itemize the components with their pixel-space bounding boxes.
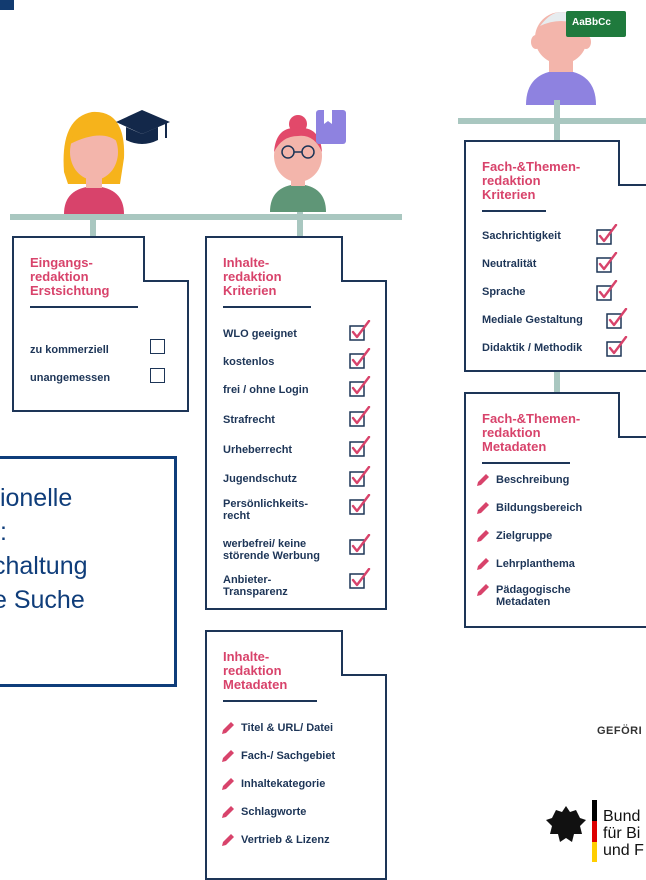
fach-kriterium-item: Neutralität xyxy=(482,258,537,270)
ministry-name: Bund für Bi und F xyxy=(603,808,644,859)
kriterium-urheberrecht: Urheberrecht xyxy=(223,444,293,456)
page-fold xyxy=(618,392,646,438)
checked-checkbox-icon[interactable] xyxy=(596,252,618,274)
inhalte-kriterien-title: Inhalte- redaktion Kriterien xyxy=(223,255,282,298)
branch-line-right xyxy=(458,118,646,124)
page-fold xyxy=(341,236,387,282)
fach-kriterium-item: Didaktik / Methodik xyxy=(482,342,583,354)
fach-metadaten-item: Bildungsbereich xyxy=(496,502,583,514)
page-fold xyxy=(143,236,189,282)
summary-box: tionelle t: chaltung e Suche xyxy=(0,456,177,687)
fach-metadaten-card: Fach-&Themen- redaktion Metadaten Beschr… xyxy=(464,392,646,628)
inhalte-kriterien-card: Inhalte- redaktion Kriterien WLO geeigne… xyxy=(205,236,387,610)
pencil-icon xyxy=(477,558,489,570)
fach-metadaten-item: Beschreibung xyxy=(496,474,570,486)
corner-mark xyxy=(0,0,14,10)
checked-checkbox-icon[interactable] xyxy=(606,308,628,330)
checked-checkbox-icon[interactable] xyxy=(349,376,371,398)
metadaten-item: Schlagworte xyxy=(241,806,307,818)
checked-checkbox-icon[interactable] xyxy=(349,348,371,370)
metadaten-item: Fach-/ Sachgebiet xyxy=(241,750,336,762)
summary-line-2: t: xyxy=(0,518,7,546)
kriterium-jugendschutz: Jugendschutz xyxy=(223,473,297,485)
eingang-item-unangemessen: unangemessen xyxy=(30,372,111,384)
eingang-card-title: Eingangs- redaktion Erstsichtung xyxy=(30,255,110,298)
checkbox-unangemessen[interactable] xyxy=(150,368,165,383)
graduation-cap-icon xyxy=(116,110,170,144)
kriterium-frei: frei / ohne Login xyxy=(223,384,309,396)
checked-checkbox-icon[interactable] xyxy=(349,568,371,590)
fach-kriterium-item: Sachrichtigkeit xyxy=(482,230,561,242)
metadaten-item: Titel & URL/ Datei xyxy=(241,722,334,734)
eingang-person-avatar xyxy=(63,111,125,214)
kriterium-strafrecht: Strafrecht xyxy=(223,414,275,426)
checked-checkbox-icon[interactable] xyxy=(349,494,371,516)
bookmark-book-icon xyxy=(316,110,346,144)
fach-kriterien-card: Fach-&Themen- redaktion Kriterien Sachri… xyxy=(464,140,646,372)
pencil-icon xyxy=(477,474,489,486)
checked-checkbox-icon[interactable] xyxy=(606,336,628,358)
pencil-icon xyxy=(222,834,234,846)
kriterium-wlo: WLO geeignet xyxy=(223,328,297,340)
metadaten-item: Inhaltekategorie xyxy=(241,778,326,790)
pencil-icon xyxy=(222,778,234,790)
connector-fach xyxy=(554,100,560,140)
book-label: AaBbCc xyxy=(572,17,611,28)
inhalte-metadaten-card: Inhalte- redaktion Metadaten Titel & URL… xyxy=(205,630,387,880)
pencil-icon xyxy=(477,502,489,514)
funded-by-label: GEFÖRI xyxy=(597,725,643,737)
fach-kriterium-item: Mediale Gestaltung xyxy=(482,314,583,326)
checked-checkbox-icon[interactable] xyxy=(349,436,371,458)
pencil-icon xyxy=(477,584,489,596)
checked-checkbox-icon[interactable] xyxy=(349,534,371,556)
inhalte-person-avatar xyxy=(270,115,326,212)
checked-checkbox-icon[interactable] xyxy=(349,466,371,488)
metadaten-item: Vertrieb & Lizenz xyxy=(241,834,330,846)
fach-kriterien-title: Fach-&Themen- redaktion Kriterien xyxy=(482,159,581,202)
connector-inhalte xyxy=(297,214,303,236)
inhalte-metadaten-title: Inhalte- redaktion Metadaten xyxy=(223,649,288,692)
book-icon: AaBbCc xyxy=(566,11,626,37)
eingang-item-kommerziell: zu kommerziell xyxy=(30,344,109,356)
fach-metadaten-title: Fach-&Themen- redaktion Metadaten xyxy=(482,411,581,454)
fach-metadaten-item: Lehrplanthema xyxy=(496,558,575,570)
fach-kriterium-item: Sprache xyxy=(482,286,526,298)
pencil-icon xyxy=(477,530,489,542)
checked-checkbox-icon[interactable] xyxy=(596,280,618,302)
pencil-icon xyxy=(222,806,234,818)
page-fold xyxy=(618,140,646,186)
branch-line-left xyxy=(10,214,402,220)
fach-metadaten-item: Zielgruppe xyxy=(496,530,553,542)
eingang-card: Eingangs- redaktion Erstsichtung zu komm… xyxy=(12,236,189,412)
kriterium-persoenlichkeitsrecht: Persönlichkeits-recht xyxy=(223,498,308,522)
kriterium-anbieter: Anbieter-Transparenz xyxy=(223,574,288,598)
kriterium-kostenlos: kostenlos xyxy=(223,356,275,368)
summary-line-1: tionelle xyxy=(0,484,73,512)
german-flag-stripe xyxy=(592,800,597,862)
connector-eingang xyxy=(90,214,96,236)
pencil-icon xyxy=(222,750,234,762)
checked-checkbox-icon[interactable] xyxy=(349,406,371,428)
summary-line-3: chaltung xyxy=(0,552,88,580)
checked-checkbox-icon[interactable] xyxy=(349,320,371,342)
checkbox-kommerziell[interactable] xyxy=(150,339,165,354)
connector-fach-cards xyxy=(554,370,560,392)
federal-eagle-icon xyxy=(546,806,586,842)
summary-line-4: e Suche xyxy=(0,586,85,614)
page-fold xyxy=(341,630,387,676)
checked-checkbox-icon[interactable] xyxy=(596,224,618,246)
pencil-icon xyxy=(222,722,234,734)
